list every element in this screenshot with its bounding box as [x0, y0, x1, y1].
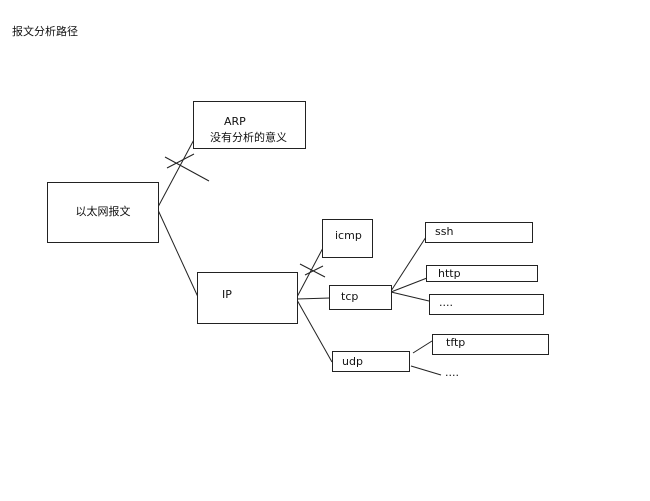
node-arp-label: ARP [224, 115, 246, 128]
node-http-label: http [438, 267, 461, 280]
node-ip-label: IP [222, 288, 232, 301]
icmp-block-mark-2 [304, 265, 324, 276]
node-udp: udp [332, 351, 410, 372]
node-arp-note: 没有分析的意义 [210, 131, 287, 144]
node-tcp-more: .... [429, 294, 544, 315]
node-icmp-label: icmp [335, 229, 362, 242]
node-icmp: icmp [322, 219, 373, 258]
node-ssh-label: ssh [435, 225, 454, 238]
edge-udp-tftp [412, 340, 433, 354]
arp-block-mark-2 [166, 153, 195, 169]
node-ssh: ssh [425, 222, 533, 243]
node-udp-label: udp [342, 355, 363, 368]
edge-tcp-ssh [390, 236, 427, 292]
node-tcp-more-label: .... [439, 296, 453, 309]
edge-ethernet-ip [157, 209, 199, 298]
edge-tcp-more [390, 291, 430, 302]
node-tcp-label: tcp [341, 290, 359, 303]
edge-udp-more [410, 365, 442, 376]
icmp-block-mark-1 [299, 263, 326, 278]
edge-ip-tcp [296, 297, 331, 300]
edge-ip-udp [296, 299, 333, 363]
node-http: http [426, 265, 538, 282]
node-udp-more-label: .... [445, 366, 459, 379]
diagram-title: 报文分析路径 [12, 25, 78, 38]
node-tftp-label: tftp [446, 336, 466, 349]
node-ethernet: 以太网报文 [47, 182, 159, 243]
edge-ethernet-arp [157, 133, 198, 208]
arp-block-mark-1 [164, 156, 210, 182]
node-ip: IP [197, 272, 298, 324]
edge-ip-icmp [296, 245, 325, 298]
node-tcp: tcp [329, 285, 392, 310]
node-arp: ARP 没有分析的意义 [193, 101, 306, 149]
node-tftp: tftp [432, 334, 549, 355]
node-ethernet-label: 以太网报文 [75, 205, 131, 219]
edge-tcp-http [390, 277, 428, 293]
